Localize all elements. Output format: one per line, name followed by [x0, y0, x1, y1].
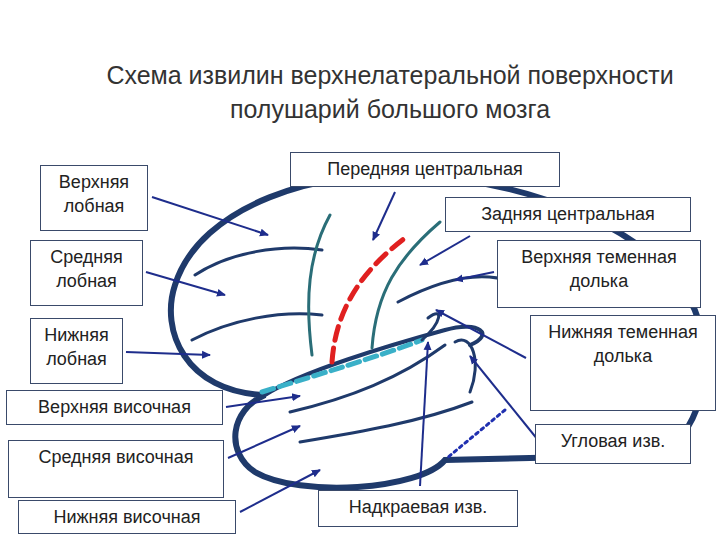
label-text: Нижняя лобная [37, 323, 116, 371]
central-sulcus [332, 238, 405, 362]
label-text: Надкраевая изв. [325, 495, 511, 519]
leader-line [436, 310, 526, 358]
leader-line [470, 356, 538, 440]
label-text: Нижняя теменная долька [537, 320, 709, 368]
label-box: Нижняя теменная долька [530, 315, 716, 411]
leader-line [126, 352, 210, 355]
angular-sulcus [455, 340, 475, 392]
superior-frontal-sulcus [195, 248, 322, 275]
label-box: Верхняя лобная [40, 165, 148, 231]
label-text: Верхняя височная [13, 395, 216, 419]
label-box: Надкраевая изв. [318, 490, 518, 527]
label-text: Верхняя теменная долька [504, 245, 694, 293]
label-box: Угловая изв. [535, 424, 691, 464]
label-box: Нижняя височная [18, 500, 236, 534]
leader-line [455, 272, 494, 280]
leader-line [420, 236, 470, 265]
label-box: Верхняя теменная долька [497, 240, 701, 308]
leader-line [373, 192, 395, 240]
label-text: Задняя центральная [452, 202, 684, 226]
label-box: Нижняя лобная [30, 318, 123, 384]
label-text: Нижняя височная [25, 505, 229, 529]
label-box: Задняя центральная [445, 197, 691, 232]
superior-temporal-sulcus [290, 345, 445, 412]
leader-line [226, 396, 300, 407]
label-text: Верхняя лобная [47, 170, 141, 218]
label-box: Передняя центральная [290, 152, 560, 187]
leader-line [146, 272, 225, 295]
postcentral-sulcus [372, 222, 440, 348]
intraparietal-sulcus [398, 277, 512, 302]
label-box: Верхняя височная [6, 390, 223, 425]
label-text: Средняя лобная [37, 245, 136, 293]
leader-line [152, 197, 268, 235]
label-text: Угловая изв. [542, 429, 684, 453]
inferior-temporal-sulcus [300, 402, 472, 442]
label-box: Средняя лобная [30, 240, 143, 306]
preoccipital-line [447, 410, 505, 458]
label-text: Передняя центральная [297, 157, 553, 181]
supramarginal-curl [422, 314, 439, 340]
lateral-sulcus [262, 340, 422, 392]
leader-line [240, 470, 320, 512]
inferior-frontal-sulcus [192, 314, 322, 340]
diagram-title: Схема извилин верхнелатеральной поверхно… [90, 58, 690, 126]
label-box: Средняя височная [8, 440, 224, 498]
leader-line [228, 426, 300, 458]
precentral-sulcus [309, 215, 330, 355]
label-text: Средняя височная [15, 445, 217, 469]
leader-line [420, 342, 428, 486]
